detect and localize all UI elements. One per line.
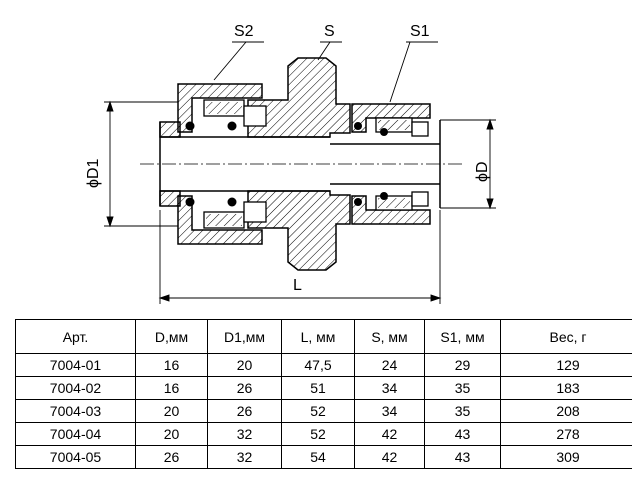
table-cell: 52 [281,422,355,446]
column-header: S, мм [354,319,425,354]
column-header: D,мм [135,319,208,354]
ring-hatch [206,102,410,226]
table-cell: 26 [207,376,282,400]
table-cell: 47,5 [281,353,355,377]
table-cell: 16 [135,376,208,400]
table-cell: 35 [424,376,501,400]
leaders [213,41,438,103]
table-cell: 34 [354,399,425,423]
table-cell: 183 [500,376,632,400]
table-cell: 24 [354,353,425,377]
label-s: S [324,23,335,40]
table-cell: 309 [500,445,632,469]
table-cell: 26 [135,445,208,469]
label-s1: S1 [410,23,430,40]
table-cell: 35 [424,399,501,423]
table-cell: 43 [424,422,501,446]
table-cell: 43 [424,445,501,469]
table-cell: 29 [424,353,501,377]
table-cell: 7004-05 [15,445,136,469]
table-cell: 7004-01 [15,353,136,377]
table-cell: 34 [354,376,425,400]
column-header: Арт. [15,319,136,354]
bore-outline [159,120,441,208]
table-cell: 20 [135,399,208,423]
label-s2: S2 [234,23,254,40]
table-cell: 129 [500,353,632,377]
dimension-d1 [104,100,178,228]
fitting-drawing: ϕD1 ϕD L S2 S S1 [85,23,496,304]
table-cell: 52 [281,399,355,423]
table-cell: 42 [354,445,425,469]
column-header: D1,мм [207,319,282,354]
dimension-l [158,210,442,304]
column-header: S1, мм [424,319,501,354]
table-cell: 20 [207,353,282,377]
o-rings [185,121,388,207]
table-cell: 32 [207,445,282,469]
label-l: L [293,277,302,294]
table-cell: 7004-03 [15,399,136,423]
table-cell: 7004-02 [15,376,136,400]
table-cell: 51 [281,376,355,400]
column-header: L, мм [281,319,355,354]
table-cell: 42 [354,422,425,446]
table-cell: 32 [207,422,282,446]
label-d: ϕD [474,161,491,182]
column-header: Вес, г [500,319,632,354]
table-cell: 7004-04 [15,422,136,446]
dimension-d [440,118,496,210]
table-cell: 16 [135,353,208,377]
table-cell: 208 [500,399,632,423]
table-cell: 20 [135,422,208,446]
table-cell: 54 [281,445,355,469]
label-d1: ϕD1 [85,158,102,188]
table-cell: 278 [500,422,632,446]
table-cell: 26 [207,399,282,423]
